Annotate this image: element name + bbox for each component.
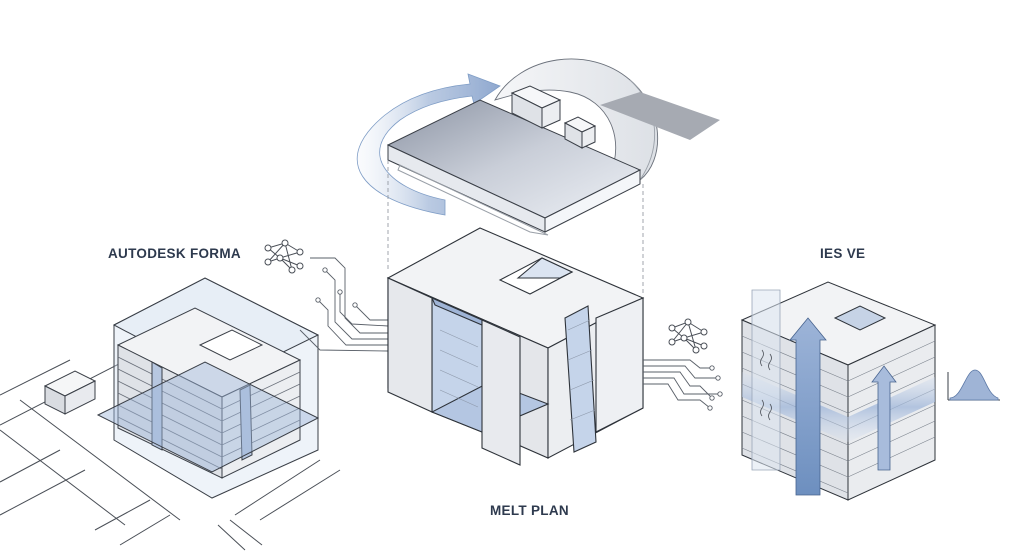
sun-shadow (600, 92, 720, 140)
circuit-lines-right (643, 359, 720, 409)
circuit-lines-left (299, 257, 389, 352)
airflow-squiggles (760, 349, 772, 421)
projection-lines (387, 160, 644, 295)
floor-slab (386, 99, 642, 236)
autodesk-forma-label: AUTODESK FORMA (108, 246, 241, 261)
melt-plan-floor-lines (439, 319, 596, 421)
distribution-curve-icon (947, 369, 1000, 401)
ies-ve-label: IES VE (820, 246, 866, 261)
circuit-nodes-right (707, 365, 723, 411)
melt-plan-label: MELT PLAN (490, 503, 569, 518)
airflow-arrow-main (789, 317, 827, 496)
street-block (43, 370, 97, 415)
rotation-arrow (356, 73, 501, 216)
forma-building (96, 277, 320, 499)
rooftop-boxes (510, 85, 597, 149)
melt-plan-building (386, 227, 645, 466)
airflow-glass-panel (751, 289, 781, 471)
neural-network-icon-right (668, 318, 708, 354)
airflow-arrow-small (871, 365, 897, 471)
neural-network-icon-left (264, 239, 304, 274)
thermal-band (742, 372, 935, 442)
circuit-nodes-left (315, 267, 358, 308)
street-grid (0, 347, 341, 551)
